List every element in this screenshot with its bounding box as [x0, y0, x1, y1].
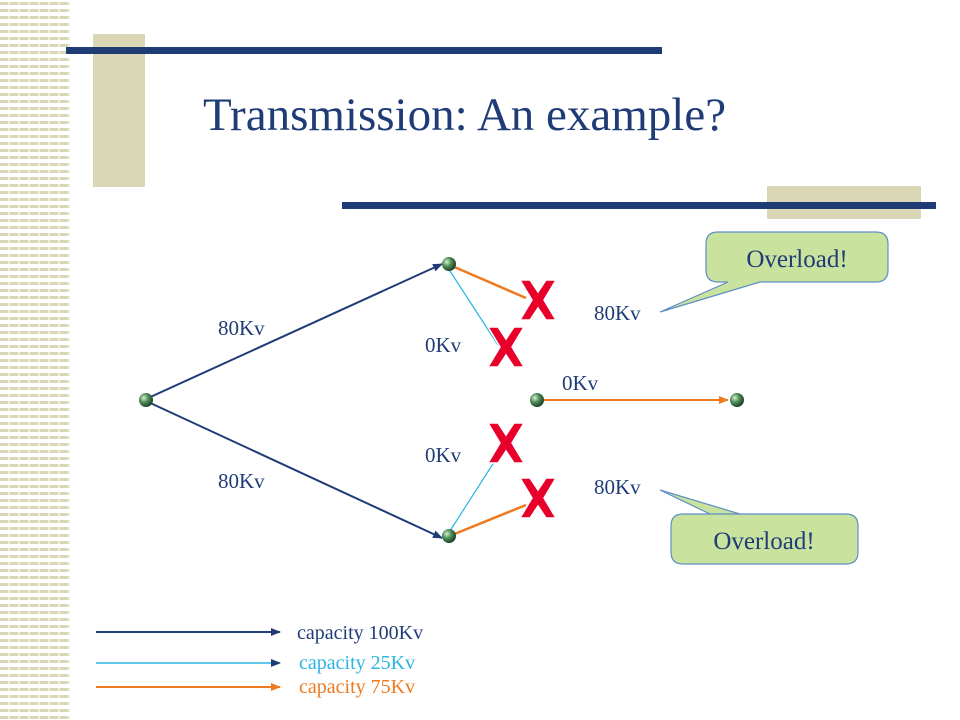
accent-block-left: [93, 34, 145, 187]
legend-label-25kv: capacity 25Kv: [299, 652, 415, 674]
callout-overload-top: Overload!: [659, 231, 889, 313]
callout-overload-top-text: Overload!: [746, 246, 847, 273]
label-upper-right-flow: 80Kv: [594, 301, 641, 325]
page-title: Transmission: An example?: [203, 89, 727, 141]
x-mark-icon: [518, 279, 558, 321]
legend-label-100kv: capacity 100Kv: [297, 622, 423, 644]
node-center-right: [730, 393, 744, 407]
node-source: [139, 393, 153, 407]
node-upper: [442, 257, 456, 271]
legend-label-75kv: capacity 75Kv: [299, 676, 415, 698]
line-upper-cyan: [447, 267, 499, 346]
line-upper-orange: [451, 264, 527, 300]
accent-bar-bottom: [342, 202, 936, 209]
line-source-to-lower-node: [145, 400, 443, 539]
label-upper-left-flow: 80Kv: [218, 316, 265, 340]
x-mark-icon: [486, 326, 526, 368]
label-lower-left-flow: 80Kv: [218, 469, 265, 493]
callout-overload-bottom-text: Overload!: [713, 528, 814, 555]
legend: capacity 100Kv capacity 25Kv capacity 75…: [96, 622, 423, 698]
line-lower-cyan: [447, 455, 499, 535]
label-upper-middle-flow: 0Kv: [425, 333, 462, 357]
node-lower: [442, 529, 456, 543]
node-center-left: [530, 393, 544, 407]
line-source-to-upper-node: [145, 263, 443, 400]
label-lower-right-flow: 80Kv: [594, 475, 641, 499]
label-center-flow: 0Kv: [562, 371, 599, 395]
striped-side-band: [0, 0, 70, 720]
line-lower-orange: [451, 503, 527, 537]
label-lower-middle-flow: 0Kv: [425, 443, 462, 467]
accent-bar-top: [66, 47, 662, 54]
x-mark-icon: [518, 477, 558, 519]
callout-overload-bottom: Overload!: [659, 489, 859, 565]
x-mark-icon: [486, 422, 526, 464]
